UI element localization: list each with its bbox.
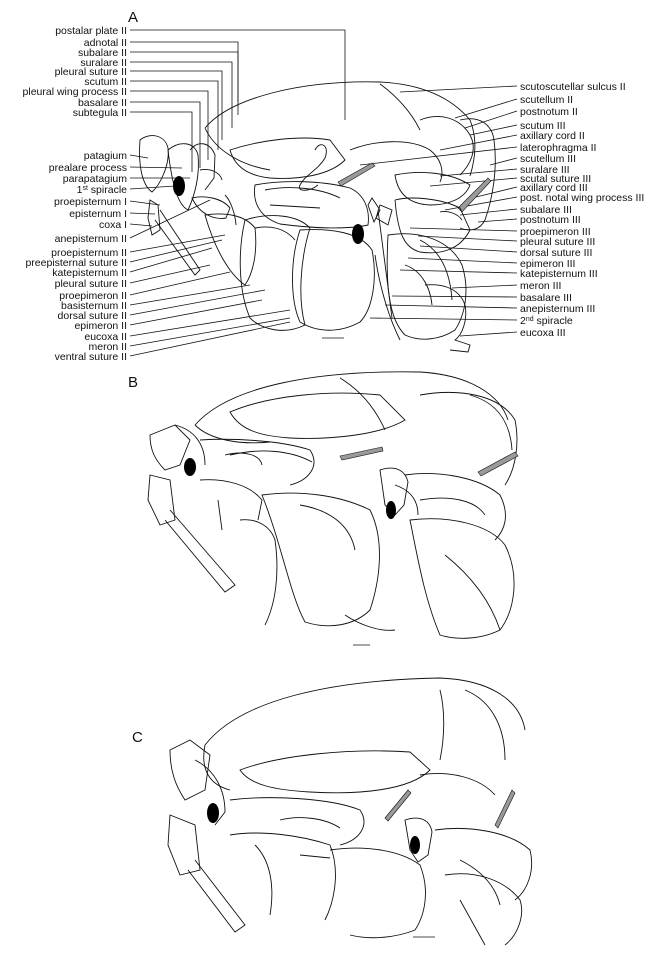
first-spiracle-dot-a <box>173 176 185 196</box>
leader-left-10 <box>130 167 182 168</box>
leader-right-5 <box>360 147 517 165</box>
leader-left-24 <box>130 300 262 325</box>
leader-right-2 <box>465 111 517 128</box>
leader-left-8 <box>130 112 192 172</box>
right-label-22: eucoxa III <box>520 327 566 339</box>
thorax-drawing-c <box>168 678 532 945</box>
leader-left-0 <box>130 30 345 120</box>
leader-right-21 <box>370 318 517 320</box>
leader-right-10 <box>445 197 517 210</box>
panel-a-letter: A <box>128 9 138 26</box>
first-spiracle-dot-b <box>184 458 196 476</box>
right-label-18: meron III <box>520 280 561 292</box>
right-label-12: postnotum III <box>520 214 581 226</box>
leader-lines <box>130 30 517 356</box>
leader-right-19 <box>392 296 517 297</box>
leader-left-27 <box>130 322 290 356</box>
leader-right-20 <box>385 305 517 308</box>
panel-c-letter: C <box>132 729 143 746</box>
second-spiracle-dot-c <box>410 836 420 854</box>
right-label-1: scutellum II <box>520 94 573 106</box>
left-label-27: ventral suture II <box>55 351 127 363</box>
second-spiracle-dot-a <box>352 224 364 244</box>
leader-right-8 <box>430 178 517 186</box>
leader-left-15 <box>130 224 152 226</box>
leader-right-0 <box>400 86 517 92</box>
second-spiracle-dot-b <box>386 501 396 519</box>
leader-right-6 <box>490 158 517 165</box>
thorax-drawing-b <box>148 372 518 645</box>
right-label-21: 2nd spiracle <box>520 315 573 327</box>
leader-right-1 <box>455 99 517 118</box>
thorax-drawing-a <box>140 82 496 352</box>
right-label-4: axillary cord II <box>520 130 585 142</box>
leader-left-16 <box>130 200 210 238</box>
left-label-8: subtegula II <box>73 107 127 119</box>
leader-left-19 <box>130 248 212 272</box>
leader-right-4 <box>440 135 517 150</box>
leader-right-7 <box>440 169 517 176</box>
leader-right-16 <box>408 258 517 263</box>
leader-left-12 <box>130 186 175 189</box>
left-label-12: 1st spiracle <box>77 184 128 196</box>
first-spiracle-dot-c <box>207 803 219 823</box>
left-label-15: coxa I <box>99 219 127 231</box>
right-label-0: scutoscutellar sulcus II <box>520 81 626 93</box>
right-label-10: post. notal wing process III <box>520 192 644 204</box>
leader-right-18 <box>452 285 517 288</box>
leader-left-9 <box>130 155 148 158</box>
leader-left-22 <box>130 285 250 305</box>
left-label-0: postalar plate II <box>55 25 127 37</box>
leader-right-3 <box>470 125 517 135</box>
left-label-16: anepisternum II <box>55 233 127 245</box>
right-label-17: katepisternum III <box>520 268 598 280</box>
leader-left-14 <box>130 213 155 214</box>
leader-left-3 <box>130 62 232 128</box>
leader-right-22 <box>460 332 517 336</box>
left-label-20: pleural suture II <box>55 278 127 290</box>
leader-left-17 <box>130 235 225 252</box>
panel-b: B <box>128 372 518 645</box>
leader-left-21 <box>130 272 230 295</box>
right-label-20: anepisternum III <box>520 303 595 315</box>
left-label-9: patagium <box>84 150 127 162</box>
left-label-13: proepisternum I <box>54 196 127 208</box>
panel-c: C <box>132 678 532 945</box>
right-label-2: postnotum II <box>520 106 578 118</box>
panel-b-letter: B <box>128 374 138 391</box>
panel-a: A postalar plate IIadnotal IIsubalare II… <box>23 9 645 363</box>
